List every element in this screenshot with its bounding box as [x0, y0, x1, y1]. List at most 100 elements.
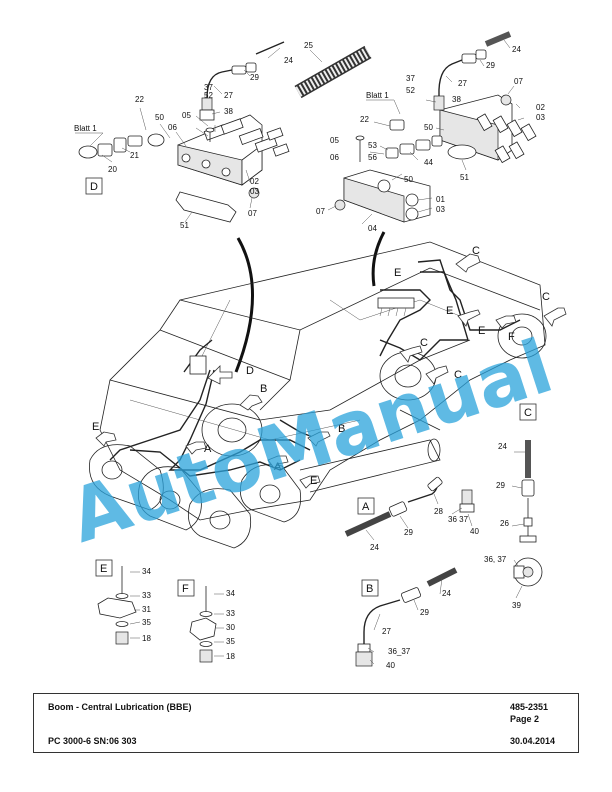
callout-r-51: 51	[460, 173, 469, 182]
callout-02: 02	[250, 177, 259, 186]
detail-e-31: 31	[142, 605, 151, 614]
detail-b-27: 27	[382, 627, 391, 636]
detail-b-36-37: 36_37	[388, 647, 411, 656]
boom-label-e4: E	[92, 421, 99, 433]
view-label-d: D	[90, 181, 98, 193]
title-block: Boom - Central Lubrication (BBE) 485-235…	[33, 693, 579, 753]
detail-e-34: 34	[142, 567, 151, 576]
detail-f-33: 33	[226, 609, 235, 618]
callout-r-04: 04	[368, 224, 377, 233]
callout-51: 51	[180, 221, 189, 230]
distributor-assembly-right	[327, 31, 537, 225]
drawing-title: Boom - Central Lubrication (BBE)	[48, 702, 192, 712]
document-number: 485-2351	[510, 702, 549, 712]
callout-r-27: 27	[458, 79, 467, 88]
callout-r-01: 01	[436, 195, 445, 204]
blatt-label-right: Blatt 1	[366, 91, 389, 100]
detail-b: B 24 29 27 36_37 40	[355, 567, 458, 670]
detail-a-28: 28	[434, 507, 443, 516]
callout-r-07: 07	[514, 77, 523, 86]
revision-date: 30.04.2014	[510, 736, 556, 746]
detail-b-24: 24	[442, 589, 451, 598]
boom-label-b2: B	[338, 423, 345, 435]
boom-label-b1: B	[260, 383, 267, 395]
callout-r-53: 53	[368, 141, 377, 150]
boom-label-d: D	[246, 365, 254, 377]
callout-r-37: 37	[406, 74, 415, 83]
detail-a-40: 40	[470, 527, 479, 536]
callout-03: 03	[250, 187, 259, 196]
callouts-left: 22 50 06 05 37 52 38 27 29 24 21 20 02 0…	[74, 56, 293, 230]
detail-e-18: 18	[142, 634, 151, 643]
boom-label-e1: E	[394, 267, 401, 279]
callout-r-50b: 50	[404, 175, 413, 184]
detail-a-24: 24	[370, 543, 379, 552]
callout-r-06: 06	[330, 153, 339, 162]
callout-38: 38	[224, 107, 233, 116]
boom-label-c3: C	[420, 337, 428, 349]
page-number: Page 2	[510, 714, 540, 724]
callout-07: 07	[248, 209, 257, 218]
detail-c-26: 26	[500, 519, 509, 528]
callout-r-03b: 03	[436, 205, 445, 214]
detail-c: C 24 29 26 36, 37 39	[484, 403, 543, 610]
boom-label-e2: E	[446, 305, 453, 317]
callout-r-52: 52	[406, 86, 415, 95]
distributor-assembly-left	[75, 41, 290, 223]
callout-27: 27	[224, 91, 233, 100]
callout-20: 20	[108, 165, 117, 174]
detail-c-label: C	[524, 407, 532, 419]
callout-37: 37	[204, 83, 213, 92]
leader-curve-left	[234, 237, 254, 373]
detail-e-35: 35	[142, 618, 151, 627]
detail-e-label: E	[100, 563, 107, 575]
detail-b-29: 29	[420, 608, 429, 617]
detail-a-36-37: 36 37	[448, 515, 469, 524]
detail-c-39: 39	[512, 601, 521, 610]
callout-r-50: 50	[424, 123, 433, 132]
boom-label-c2: C	[542, 291, 550, 303]
lubrication-lines	[109, 259, 521, 477]
detail-a: A 24 29 28 36 37 40	[344, 476, 479, 552]
callout-r-29: 29	[486, 61, 495, 70]
callout-r-03: 03	[536, 113, 545, 122]
detail-c-24: 24	[498, 442, 507, 451]
detail-b-label: B	[366, 583, 373, 595]
detail-f-34: 34	[226, 589, 235, 598]
callout-r-02: 02	[536, 103, 545, 112]
blatt-label-left: Blatt 1	[74, 124, 97, 133]
detail-f-18: 18	[226, 652, 235, 661]
callout-24: 24	[284, 56, 293, 65]
boom-label-c1: C	[472, 245, 480, 257]
detail-a-label: A	[362, 501, 370, 513]
callout-r-22: 22	[360, 115, 369, 124]
boom-label-e3: E	[478, 325, 485, 337]
corrugated-hose-25: 25	[294, 41, 372, 99]
boom-label-a2: A	[274, 461, 282, 473]
view-label-d-box	[85, 177, 103, 195]
detail-f-label: F	[182, 583, 189, 595]
callout-r-05: 05	[330, 136, 339, 145]
boom-label-f: F	[508, 331, 515, 343]
callout-r-56: 56	[368, 153, 377, 162]
detail-f-30: 30	[226, 623, 235, 632]
callout-05: 05	[182, 111, 191, 120]
machine-serial: PC 3000-6 SN:06 303	[48, 736, 137, 746]
callout-r-44: 44	[424, 158, 433, 167]
detail-f: F 34 33 30 35 18	[177, 579, 235, 663]
callouts-right: 37 52 38 27 29 24 07 02 03 50 22 53 56 0…	[316, 45, 545, 233]
callout-22: 22	[135, 95, 144, 104]
boom-label-c4: C	[454, 369, 462, 381]
detail-e: E 34 33 31 35 18	[95, 559, 151, 645]
boom-view-letters: C C C C E E E F D B B A A E E	[92, 245, 550, 487]
boom-label-e5: E	[310, 475, 317, 487]
callout-r-07b: 07	[316, 207, 325, 216]
leader-curve-right	[371, 231, 386, 287]
detail-c-29: 29	[496, 481, 505, 490]
callout-50: 50	[155, 113, 164, 122]
detail-b-40: 40	[386, 661, 395, 670]
watermark: AutoManual	[60, 323, 562, 559]
detail-c-36-37: 36, 37	[484, 555, 507, 564]
view-arrows	[95, 253, 567, 489]
boom-label-a1: A	[204, 443, 212, 455]
